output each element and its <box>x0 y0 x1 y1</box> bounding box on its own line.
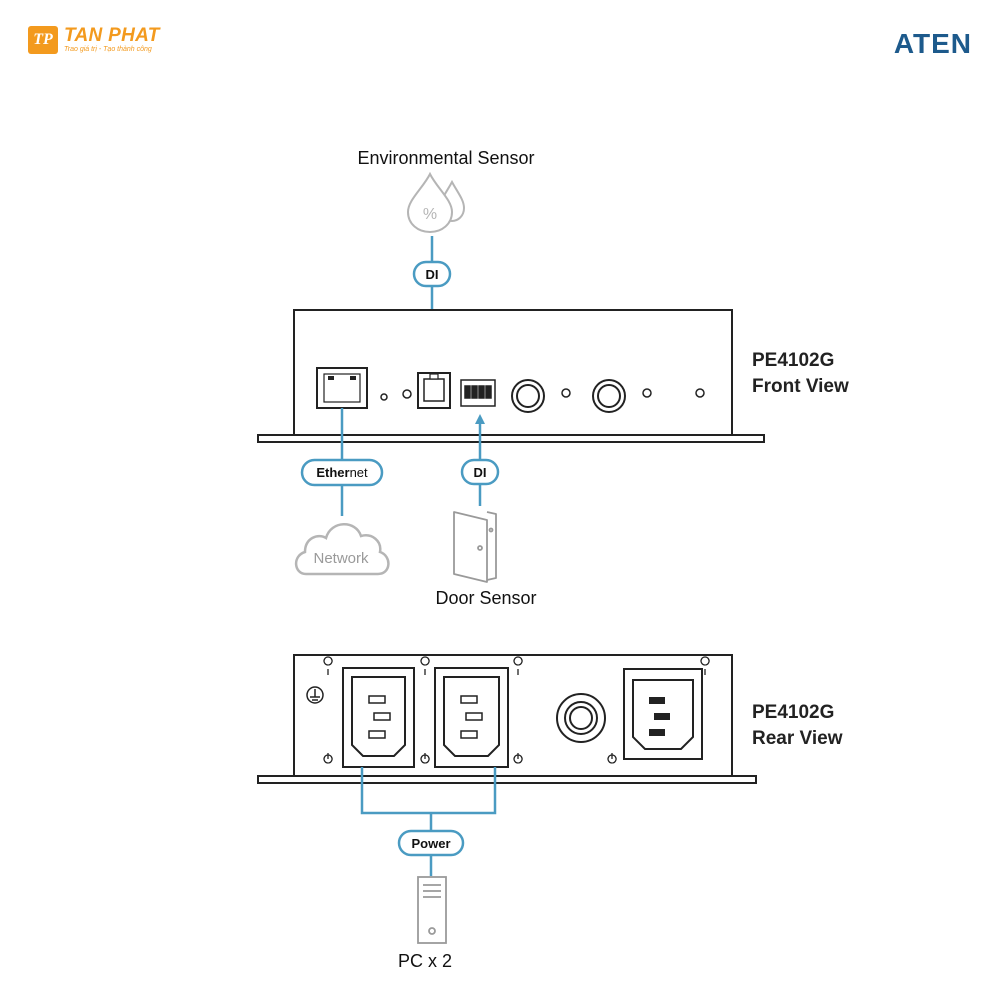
door-sensor-icon <box>453 511 497 583</box>
front-led <box>642 388 652 398</box>
ethernet-label: Ethernet <box>316 465 368 480</box>
ethernet-label-rest: net <box>350 465 368 480</box>
front-title-view: Front View <box>752 376 849 397</box>
env-di-label: DI <box>426 267 439 282</box>
tanphat-tagline: Trao giá trị - Tạo thành công <box>64 46 152 53</box>
rear-title-view: Rear View <box>752 728 843 749</box>
svg-text:%: % <box>423 206 437 223</box>
ground-screw-icon <box>306 686 324 704</box>
door-sensor-label: Door Sensor <box>435 588 536 608</box>
mounting-holes <box>323 656 710 764</box>
front-led <box>561 388 571 398</box>
power-bracket-line <box>360 767 497 815</box>
front-button <box>592 379 626 413</box>
ethernet-label-bold: Ether <box>316 465 349 480</box>
tanphat-logo: TP TAN PHAT Trao giá trị - Tạo thành côn… <box>28 26 160 54</box>
door-di-label: DI <box>474 465 487 480</box>
front-title-model: PE4102G <box>752 350 834 371</box>
network-label: Network <box>313 550 369 567</box>
power-outlet-1 <box>342 667 415 768</box>
humidity-sensor-icon: % <box>406 171 466 234</box>
rear-title-model: PE4102G <box>752 702 834 723</box>
front-led <box>380 393 388 401</box>
pc-label: PC x 2 <box>398 951 452 971</box>
front-button <box>511 379 545 413</box>
pc-tower-icon <box>417 876 447 944</box>
tanphat-logo-mark: TP <box>28 26 58 54</box>
front-led <box>695 388 705 398</box>
power-outlet-2 <box>434 667 509 768</box>
power-label: Power <box>411 836 450 851</box>
network-cloud-icon <box>294 523 390 576</box>
tanphat-name: TAN PHAT <box>64 25 160 46</box>
front-led <box>402 389 412 399</box>
power-inlet <box>623 668 703 760</box>
dip-switch-block <box>460 379 496 407</box>
environmental-sensor-label: Environmental Sensor <box>357 148 534 168</box>
circuit-breaker-button <box>556 693 606 743</box>
ethernet-port <box>316 367 368 409</box>
aten-logo: ATEN <box>893 28 972 59</box>
sensor-port <box>417 372 451 409</box>
